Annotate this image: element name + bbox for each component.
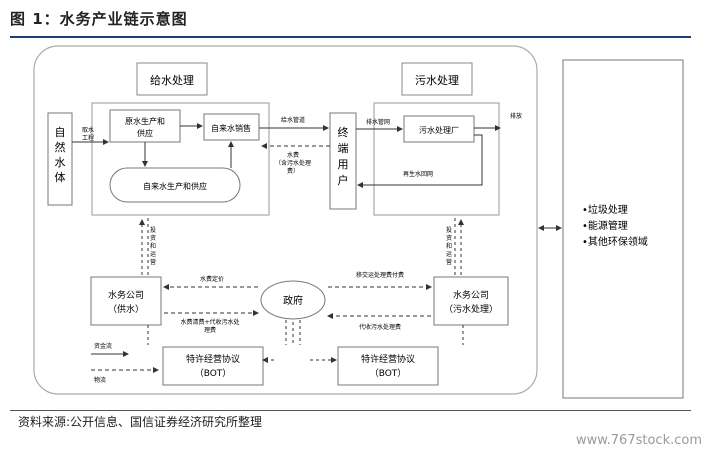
intake-line: 取水	[82, 126, 94, 134]
hand-line: 水费清费+代收污水处	[180, 318, 239, 326]
collect-fee-label: 代收污水处理费	[359, 323, 401, 331]
price-setting-label: 水费定价	[200, 275, 224, 283]
government-node	[260, 280, 326, 320]
sinv-line: 和	[150, 242, 156, 250]
winv-line: 运	[446, 250, 452, 258]
tap-sales-label: 自来水销售	[211, 123, 251, 133]
winv-line: 资	[446, 234, 452, 242]
wcw-line: （污水处理）	[444, 303, 498, 315]
fee-line: 水费	[287, 151, 299, 159]
top-rule	[10, 36, 691, 38]
bot-left-label: 特许经营协议 （BOT）	[186, 353, 240, 379]
botl-line: 特许经营协议	[186, 353, 240, 365]
sewage-group-title-box	[401, 62, 473, 96]
winv-line: 投	[446, 226, 452, 234]
sinv-line: 资	[150, 234, 156, 242]
supply-group-box	[91, 102, 270, 216]
bot-right-label: 特许经营协议 （BOT）	[361, 353, 415, 379]
wcw-line: 水务公司	[453, 289, 489, 301]
watermark: www.767stock.com	[575, 433, 702, 448]
fee-handover-label: 水费清费+代收污水处理费	[180, 318, 239, 334]
user-line: 端	[338, 142, 349, 155]
nat-line: 然	[55, 140, 66, 154]
water-co-sewage-label: 水务公司 （污水处理）	[444, 289, 498, 315]
main-container	[33, 45, 538, 395]
env-service-item: •能源管理	[582, 219, 628, 232]
user-line: 终	[338, 125, 349, 139]
water-co-supply-box	[90, 276, 162, 326]
hand-line: 理费	[204, 326, 216, 334]
winv-line: 营	[446, 258, 452, 266]
user-line: 用	[338, 158, 349, 171]
raw-line: 原水生产和	[125, 116, 165, 126]
tap-production-box	[109, 167, 241, 203]
end-user-box	[329, 112, 357, 210]
tap-production-label: 自来水生产和供应	[143, 181, 207, 191]
supply-group-title: 给水处理	[150, 74, 194, 87]
supply-group-title-box	[136, 62, 208, 96]
bot-right-box	[337, 346, 439, 386]
bottom-rule	[10, 410, 691, 411]
discharge-label: 排放	[510, 112, 522, 120]
wcs-line: （供水）	[108, 303, 144, 315]
reclaimed-arrow	[357, 134, 483, 188]
reclaimed-pipe-label: 再生水回网	[403, 170, 433, 178]
water-co-sewage-box	[433, 276, 509, 326]
wcs-line: 水务公司	[108, 289, 144, 301]
sewage-group-box	[373, 102, 500, 216]
raw-water-box	[109, 109, 181, 143]
nat-line: 自	[55, 126, 66, 139]
botl-line: （BOT）	[195, 368, 232, 379]
legend-material-label: 物流	[94, 376, 106, 384]
nat-line: 体	[55, 170, 66, 184]
sinv-line: 运	[150, 250, 156, 258]
government-label: 政府	[283, 294, 303, 307]
nat-line: 水	[55, 156, 66, 169]
figure-source: 资料来源:公开信息、国信证券经济研究所整理	[18, 415, 263, 429]
sewage-group-title: 污水处理	[415, 74, 459, 87]
botr-line: （BOT）	[370, 368, 407, 379]
sewer-pipe-label: 排水管网	[366, 118, 390, 126]
sinv-line: 投	[150, 226, 156, 234]
treatment-fee-label: 移交运处理费付费	[356, 271, 404, 279]
legend-cash-label: 资金流	[94, 342, 112, 350]
tap-sales-box	[203, 113, 260, 141]
winv-line: 和	[446, 242, 452, 250]
sewage-plant-label: 污水处理厂	[419, 125, 459, 135]
supply-pipe-label: 给水管道	[281, 116, 305, 124]
user-line: 户	[338, 173, 349, 187]
env-services-box	[562, 59, 684, 399]
sinv-line: 营	[150, 258, 156, 266]
fee-line: 费）	[287, 167, 299, 175]
water-co-supply-label: 水务公司 （供水）	[108, 289, 144, 315]
bot-left-box	[162, 346, 264, 386]
env-services-list: •垃圾处理 •能源管理 •其他环保领域	[582, 203, 648, 248]
env-service-item: •其他环保领域	[582, 235, 648, 248]
sewage-plant-box	[403, 115, 475, 143]
botr-line: 特许经营协议	[361, 353, 415, 365]
raw-line: 供应	[137, 128, 153, 138]
fee-line: （含污水处理	[275, 159, 311, 167]
intake-line: 工程	[82, 134, 94, 142]
env-service-item: •垃圾处理	[582, 203, 628, 216]
natural-water-box	[47, 112, 73, 206]
figure-title: 图 1：水务产业链示意图	[10, 10, 188, 28]
